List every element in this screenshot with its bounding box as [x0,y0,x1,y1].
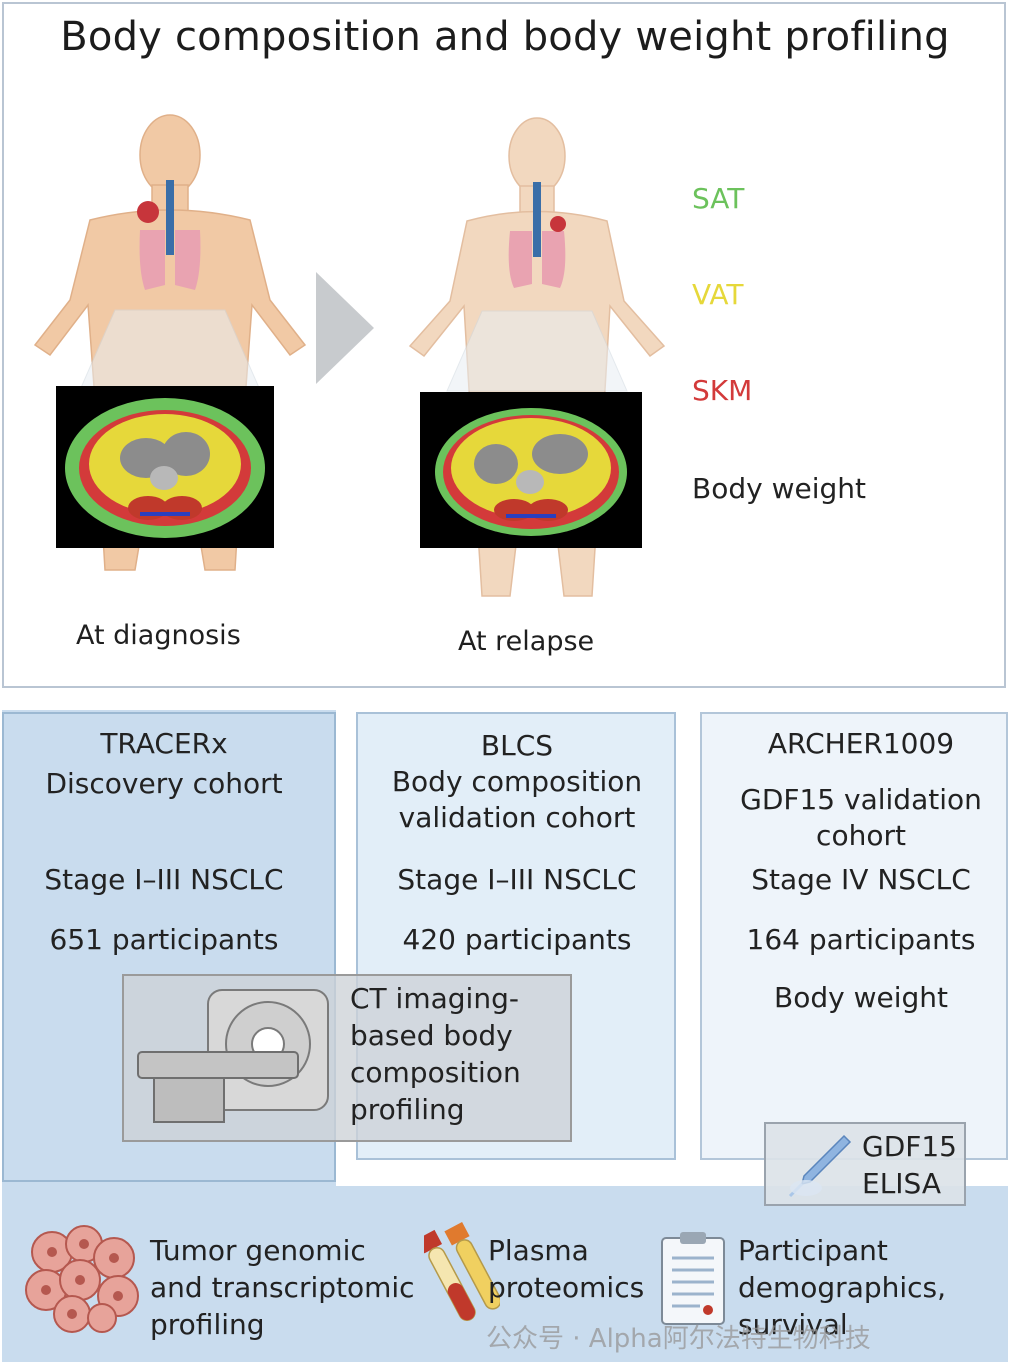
cohort-stage: Stage IV NSCLC [751,863,971,896]
cohort-subtitle: Body composition [391,765,643,798]
legend-skm: SKM [692,374,753,407]
cohort-name: BLCS [480,729,554,762]
ct-imaging-line: composition [350,1056,521,1089]
cohort-participants: 420 participants [402,923,632,956]
elisa-label: GDF15 ELISA [862,1128,957,1202]
ct-scanner-icon [137,989,329,1123]
caption-at-relapse: At relapse [458,626,595,657]
cohort-subtitle: Discovery cohort [45,767,283,800]
participant-line: Participant [738,1234,888,1267]
cohort-subtitle: cohort [816,819,906,852]
cohort-stage: Stage I–III NSCLC [44,863,284,896]
tumor-line: Tumor genomic [150,1234,366,1267]
cohort-subtitle: validation cohort [398,801,636,834]
ct-imaging-line: based body [350,1019,513,1052]
pipette-icon [788,1134,852,1198]
elisa-line: GDF15 [862,1130,957,1163]
cohort-extra: Body weight [774,981,948,1014]
cohort-name: ARCHER1009 [767,727,955,760]
participant-data-label: Participant demographics, survival [738,1232,946,1343]
plasma-line: Plasma [488,1234,589,1267]
ct-scan-relapse [420,392,642,548]
ct-scan-diagnosis [56,386,274,548]
cohort-subtitle: GDF15 validation [740,783,982,816]
legend-body-weight: Body weight [692,472,866,505]
elisa-box [764,1122,966,1206]
cohort-participants: 164 participants [746,923,976,956]
plasma-proteomics-label: Plasma proteomics [488,1232,644,1306]
cohort-name: TRACERx [100,727,228,760]
legend-sat: SAT [692,182,745,215]
elisa-line: ELISA [862,1167,941,1200]
legend-vat: VAT [692,278,744,311]
tumor-profiling-label: Tumor genomic and transcriptomic profili… [150,1232,415,1343]
tumor-cells-icon [25,1225,139,1333]
cohort-stage: Stage I–III NSCLC [397,863,637,896]
tumor-line: and transcriptomic [150,1271,415,1304]
caption-at-diagnosis: At diagnosis [76,620,241,651]
ct-imaging-line: CT imaging- [350,982,519,1015]
ct-imaging-line: profiling [350,1093,465,1126]
plasma-line: proteomics [488,1271,645,1304]
participant-line: demographics, [738,1271,947,1304]
participant-line: survival [738,1308,848,1341]
panel-title: Body composition and body weight profili… [60,14,950,60]
ct-imaging-label: CT imaging- based body composition profi… [350,980,570,1128]
progression-arrow-icon [316,272,374,384]
cohort-box-archer1009 [700,712,1008,1160]
blood-tubes-icon [424,1222,500,1321]
watermark: 公众号 · Alpha阿尔法特生物科技 [486,1324,871,1354]
tumor-line: profiling [150,1308,265,1341]
clipboard-icon [661,1232,725,1325]
cohort-participants: 651 participants [49,923,279,956]
